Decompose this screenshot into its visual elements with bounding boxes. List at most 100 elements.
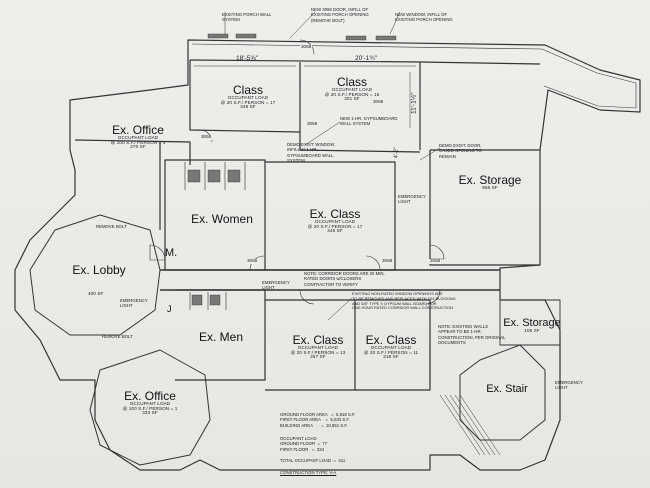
room-j: J xyxy=(167,304,172,314)
room-name: Ex. Office xyxy=(124,389,176,403)
room-name: Class xyxy=(336,75,367,89)
door-swing xyxy=(429,244,445,260)
room-women: Ex. Women xyxy=(191,213,253,225)
note-emergency-light: EMERGENCY LIGHT xyxy=(262,280,290,291)
room-men: Ex. Men xyxy=(199,331,243,343)
room-office-top: Ex. Office OCCUPANT LOAD @ 100 S.F./ PER… xyxy=(111,124,166,150)
room-name: Ex. Lobby xyxy=(72,263,126,277)
room-class-mid: Ex. Class OCCUPANT LOAD @ 20 S.F./ PERSO… xyxy=(308,208,363,234)
door-swing xyxy=(299,39,315,55)
room-name: Ex. Storage xyxy=(503,317,561,329)
door-tag: 3068 xyxy=(381,258,394,264)
room-office-bottom: Ex. Office OCCUPANT LOAD @ 100 S.F./ PER… xyxy=(123,390,178,416)
occupant-load-header: OCCUPANT LOAD xyxy=(331,87,373,92)
interior-wall xyxy=(175,289,266,381)
note-new-door: NEW 3068 DOOR, INFILL OF EXISTING PORCH … xyxy=(311,7,369,23)
occupant-load-header: OCCUPANT LOAD xyxy=(227,95,269,100)
room-lobby: Ex. Lobby xyxy=(72,264,125,276)
note-porch-wall: EXISTING PORCH WALL SYSTEM xyxy=(222,12,272,23)
room-area: 270 SF xyxy=(130,144,146,150)
door-tag: 3068 xyxy=(372,99,385,105)
room-m: M. xyxy=(165,247,178,259)
note-demo-door: DEMO EXIST. DOOR, CASED OPENING TO REMAI… xyxy=(439,143,482,159)
room-class-left: Class OCCUPANT LOAD @ 20 S.F./ PERSON = … xyxy=(221,84,276,110)
room-storage-small: Ex. Storage 105 SF xyxy=(503,318,560,334)
room-name: Ex. Class xyxy=(309,207,361,221)
exterior-wall xyxy=(14,39,641,471)
room-name: Ex. Men xyxy=(198,330,244,344)
interior-wall xyxy=(299,62,421,153)
occupant-load: @ 100 S.F./ PERSON = 1 xyxy=(122,405,178,411)
door-tag: 3068 xyxy=(246,258,259,264)
room-area: 345 SF xyxy=(327,228,343,234)
room-area: 349 SF xyxy=(240,104,256,110)
room-name: Ex. Storage xyxy=(458,173,522,187)
interior-wall xyxy=(265,299,431,391)
door-swing xyxy=(299,289,315,305)
dimension-vertical: 11'-1½" xyxy=(410,92,418,115)
note-remove-bolt: REMOVE BOLT xyxy=(102,334,133,339)
room-name: Class xyxy=(232,83,263,97)
dimension-right: 20'-1¾" xyxy=(355,55,377,62)
room-name: Ex. Office xyxy=(112,123,164,137)
occupant-load: @ 100 S.F./ PERSON = 3 xyxy=(110,139,166,145)
exterior-wall-inner xyxy=(191,43,637,109)
note-remove-bolt: REMOVE BOLT xyxy=(96,224,127,229)
interior-wall xyxy=(419,61,541,65)
leader-line xyxy=(224,11,441,321)
office-wall xyxy=(89,349,211,466)
room-storage-big: Ex. Storage 856 SF xyxy=(459,174,522,191)
total-occupant-load: TOTAL OCCUPANT LOAD = 411 xyxy=(280,458,346,463)
occupant-load-header: OCCUPANT LOAD xyxy=(297,345,339,350)
occupant-load-header: OCCUPANT LOAD xyxy=(117,135,159,140)
room-class-bottom-right: Ex. Class OCCUPANT LOAD @ 20 S.F./ PERSO… xyxy=(364,334,418,360)
dimension-left: 18'-5⅝" xyxy=(236,55,258,62)
door-swing xyxy=(199,129,213,143)
dimension-lines xyxy=(194,65,416,128)
occupant-load: @ 20 S.F./ PERSON = 13 xyxy=(290,349,346,355)
note-existing-walls: NOTE: EXISTING WALLS APPEAR TO BE 1-HR. … xyxy=(438,324,506,345)
note-new-window: NEW WINDOW, INFILL OF EXISTING PORCH OPE… xyxy=(395,12,453,23)
note-emergency-light: EMERGENCY LIGHT xyxy=(398,194,426,205)
building-area-summary: GROUND FLOOR AREA = 5,818 S.F. FIRST FLO… xyxy=(280,412,356,428)
note-demo-window: DEMO EXIST. WINDOW, INFILL w/ 1-HR. GYPS… xyxy=(287,142,336,163)
interior-wall xyxy=(429,149,540,266)
room-name: Ex. Women xyxy=(191,212,253,226)
room-class-bottom-left: Ex. Class OCCUPANT LOAD @ 20 S.F./ PERSO… xyxy=(291,334,346,360)
room-name: Ex. Class xyxy=(292,333,344,347)
stair-treads xyxy=(439,394,501,456)
lobby-wall xyxy=(29,214,161,336)
window-marks xyxy=(187,33,397,306)
occupant-load: @ 20 S.F./ PERSON = 17 xyxy=(307,223,363,229)
door-swing xyxy=(425,289,441,305)
room-stair: Ex. Stair xyxy=(486,383,528,395)
dimension-small: 4'-2" xyxy=(393,147,400,159)
occupant-load: @ 20 S.F./ PERSON = 11 xyxy=(363,349,419,355)
door-tag: 3068 xyxy=(306,121,319,127)
room-area: 218 SF xyxy=(383,354,399,360)
note-corridor-doors: NOTE: CORRIDOR DOORS ARE 20 MIN. RATED D… xyxy=(304,271,385,287)
occupant-load-header: OCCUPANT LOAD xyxy=(129,401,171,406)
door-tag: 3068 xyxy=(200,134,213,140)
occupant-load-header: OCCUPANT LOAD xyxy=(314,219,356,224)
note-window-openings: EXISTING NON-RATED WINDOW OPENINGS ARE T… xyxy=(352,291,456,311)
room-name: Ex. Class xyxy=(365,333,417,347)
room-area: 856 SF xyxy=(482,185,498,190)
occupant-load-summary: OCCUPANT LOAD GROUND FLOOR = 77 FIRST FL… xyxy=(280,436,328,452)
room-lobby-area: 400 SF xyxy=(88,291,104,296)
construction-type: CONSTRUCTION TYPE: V-A xyxy=(280,470,337,475)
stair-wall xyxy=(459,344,546,441)
occupant-load: @ 20 S.F./ PERSON = 15 xyxy=(324,91,380,97)
toilet-partitions xyxy=(184,162,246,190)
interior-wall xyxy=(74,139,191,165)
occupant-load-header: OCCUPANT LOAD xyxy=(370,345,412,350)
door-swing xyxy=(365,255,381,271)
room-area: 105 SF xyxy=(524,328,540,333)
door-tag: 3068 xyxy=(300,44,313,50)
interior-wall xyxy=(499,299,561,346)
door-tag: 3068 xyxy=(429,258,442,264)
note-emergency-light: EMERGENCY LIGHT xyxy=(120,298,148,309)
room-class-right: Class OCCUPANT LOAD @ 20 S.F./ PERSON = … xyxy=(325,76,380,102)
